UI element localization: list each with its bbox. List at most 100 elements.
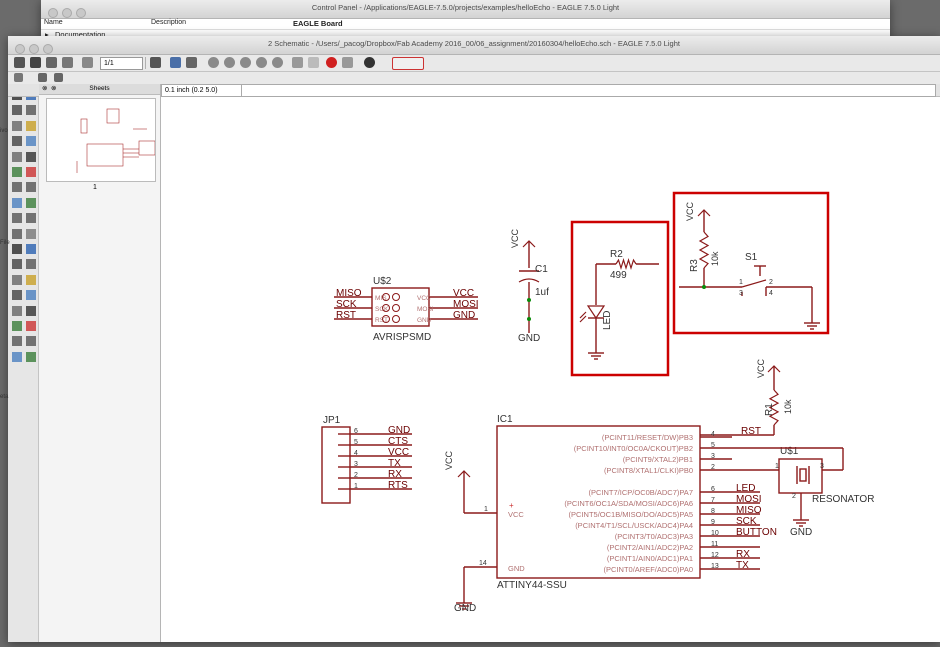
control-panel-window: Control Panel - /Applications/EAGLE-7.5.… [41, 0, 890, 39]
mirror-icon[interactable] [12, 136, 22, 147]
split-icon[interactable] [12, 244, 22, 254]
mark-icon[interactable] [26, 105, 36, 116]
help-icon[interactable] [364, 57, 375, 68]
rect-icon[interactable] [12, 290, 22, 301]
board-icon[interactable] [170, 57, 181, 68]
erc-icon[interactable] [12, 351, 22, 362]
script-icon[interactable] [150, 57, 161, 68]
tree-item-documentation[interactable]: ▸ Documentation [41, 30, 890, 39]
pinswap-icon[interactable] [26, 182, 36, 193]
miter-icon[interactable] [26, 228, 36, 239]
close-icon[interactable] [15, 44, 25, 54]
sheet-select[interactable]: 1/1 [100, 57, 143, 70]
change-icon[interactable] [26, 151, 36, 162]
resistor-body [698, 231, 710, 269]
ic1-pin-label: (PCINT9/XTAL2)PB1 [623, 455, 693, 464]
tree-header: Name Description EAGLE Board [41, 19, 890, 30]
window-title: Control Panel - /Applications/EAGLE-7.5.… [311, 3, 620, 12]
left-tab-2: File [0, 240, 10, 246]
jp1-pin-number: 6 [354, 428, 358, 435]
text-icon[interactable] [26, 259, 36, 270]
vcc-label: VCC [685, 201, 695, 221]
go-icon[interactable] [342, 57, 353, 68]
sheets-title: Sheets [89, 85, 110, 92]
redo-icon[interactable] [308, 57, 319, 68]
zoom-icon[interactable] [43, 44, 53, 54]
sheet-icon[interactable] [82, 57, 93, 68]
ic1-pin-number: 2 [711, 464, 715, 471]
ic1-pin-label: (PCINT10/INT0/OC0A/CKOUT)PB2 [574, 444, 693, 453]
design-link-icon[interactable] [392, 57, 424, 70]
zoom-fit-icon[interactable] [208, 57, 219, 68]
cam-icon[interactable] [62, 57, 73, 68]
stop-icon[interactable] [326, 57, 337, 68]
display-icon[interactable] [12, 105, 22, 116]
r1-name: R1 [764, 403, 775, 416]
u2-pad [392, 293, 400, 301]
group-icon[interactable] [12, 151, 22, 162]
s1-pin: 3 [739, 290, 743, 297]
delete-icon[interactable] [26, 167, 36, 177]
disclosure-triangle-icon[interactable]: ▸ [45, 30, 49, 39]
ic1-pin-number: 14 [479, 560, 487, 567]
u2-pin-label: MIS [375, 295, 387, 302]
open-icon[interactable] [14, 57, 25, 68]
command-line-input[interactable] [241, 84, 936, 97]
remove-icon[interactable]: ⊗ [51, 85, 57, 92]
move-icon[interactable] [12, 120, 22, 131]
dimension-icon[interactable] [26, 336, 36, 347]
ulp-icon[interactable] [186, 57, 197, 68]
gateswap-icon[interactable] [26, 197, 36, 208]
zoom-area-icon[interactable] [272, 57, 283, 68]
ic1-pin-number: 7 [711, 497, 715, 504]
column-description[interactable]: Description [151, 19, 187, 26]
u2-pad [382, 315, 390, 323]
res-pin: 3 [820, 463, 824, 470]
layer-icon-2[interactable] [54, 73, 63, 82]
copy-icon[interactable] [26, 120, 36, 131]
undo-icon[interactable] [292, 57, 303, 68]
close-icon[interactable] [48, 8, 58, 18]
invoke-icon[interactable] [26, 244, 36, 254]
save-icon[interactable] [30, 57, 41, 68]
jp1-net: RTS [388, 480, 408, 491]
smash-icon[interactable] [12, 228, 22, 239]
ic1-net: SCK [736, 516, 757, 527]
jp1-pin-number: 5 [354, 439, 358, 446]
control-panel-titlebar[interactable]: Control Panel - /Applications/EAGLE-7.5.… [41, 0, 890, 19]
add-icon[interactable] [12, 182, 22, 193]
rotate-icon[interactable] [26, 136, 36, 147]
zoom-in-icon[interactable] [224, 57, 235, 68]
bus-icon[interactable] [12, 305, 22, 316]
replace-icon[interactable] [12, 197, 22, 208]
attribute-icon[interactable] [12, 336, 22, 347]
value-icon[interactable] [26, 213, 36, 224]
minimize-icon[interactable] [29, 44, 39, 54]
polygon-icon[interactable] [26, 290, 36, 301]
sheet-thumbnail[interactable] [46, 98, 156, 182]
circle-icon[interactable] [12, 274, 22, 285]
schematic-titlebar[interactable]: 2 Schematic - /Users/_pacog/Dropbox/Fab … [8, 36, 940, 55]
redraw-icon[interactable] [256, 57, 267, 68]
left-tab-1: ivo [0, 128, 8, 134]
zoom-out-icon[interactable] [240, 57, 251, 68]
layer-icon[interactable] [38, 73, 47, 82]
label-icon[interactable] [26, 321, 36, 331]
grid-icon[interactable] [14, 73, 23, 82]
wire-icon[interactable] [12, 259, 22, 270]
ic1-pin-label: (PCINT0/AREF/ADC0)PA0 [604, 565, 693, 574]
zoom-icon[interactable] [76, 8, 86, 18]
name-icon[interactable] [12, 213, 22, 224]
ic1-net: MISO [736, 505, 762, 516]
minimize-icon[interactable] [62, 8, 72, 18]
close-icon[interactable]: ⊗ [42, 85, 48, 92]
junction-icon[interactable] [12, 321, 22, 331]
errors-icon[interactable] [26, 351, 36, 362]
paste-icon[interactable] [12, 167, 22, 177]
ic1-pin-number: 6 [711, 486, 715, 493]
net-icon[interactable] [26, 305, 36, 316]
column-name[interactable]: Name [44, 19, 63, 26]
print-icon[interactable] [46, 57, 57, 68]
arc-icon[interactable] [26, 274, 36, 285]
